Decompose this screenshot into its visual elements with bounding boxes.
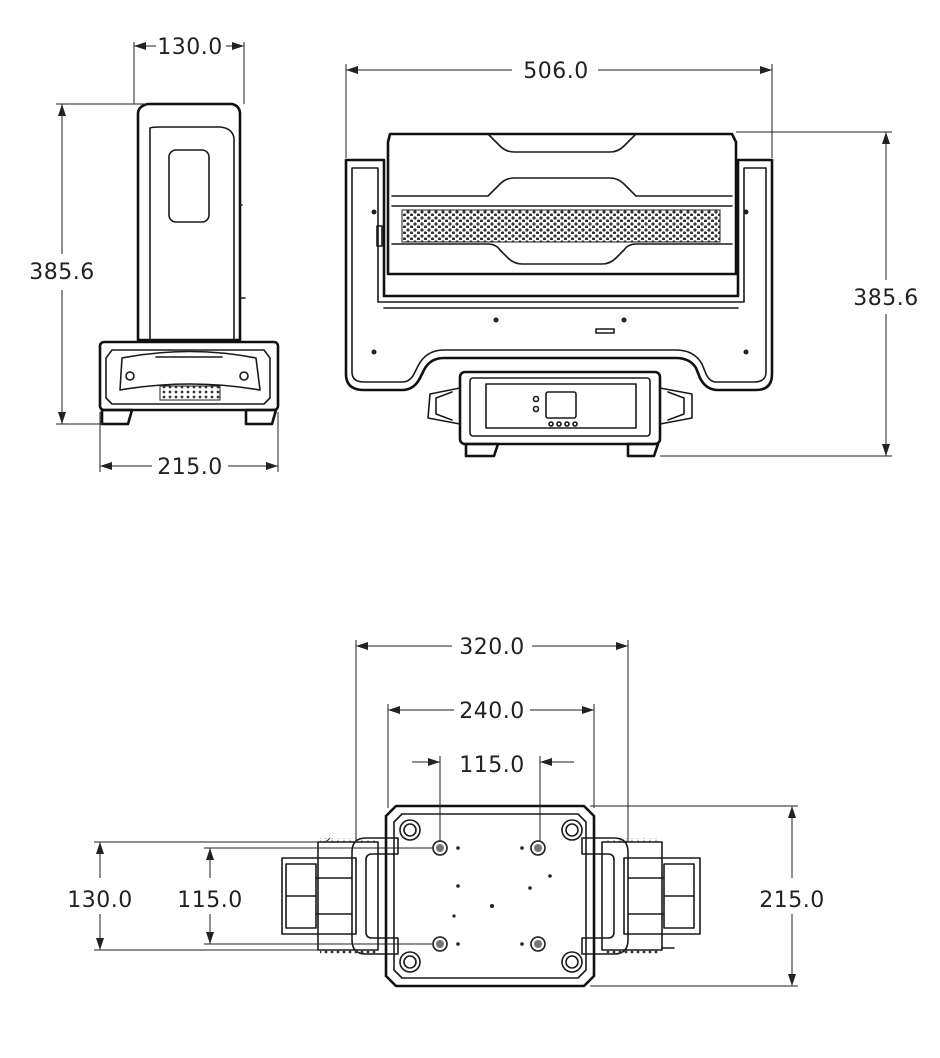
side-base-dim: 215.0 <box>99 412 279 480</box>
side-height-label: 385.6 <box>29 260 94 285</box>
front-view <box>344 132 774 458</box>
side-view <box>98 102 280 426</box>
bottom-left-outer-height-dim: 130.0 <box>67 841 320 951</box>
bottom-right-height-dim: 215.0 <box>590 805 824 987</box>
bottom-mid-width-label: 240.0 <box>459 699 524 724</box>
bottom-left-inner-height-label: 115.0 <box>177 888 242 913</box>
bottom-inner-width-dim: 115.0 <box>412 753 574 842</box>
front-width-label: 506.0 <box>523 59 588 84</box>
bottom-right-height-label: 215.0 <box>759 888 824 913</box>
side-base-width-label: 215.0 <box>157 455 222 480</box>
side-height-dim: 385.6 <box>29 103 148 425</box>
front-width-dim: 506.0 <box>345 59 773 158</box>
bottom-outer-width-dim: 320.0 <box>355 635 629 842</box>
bottom-left-inner-height-dim: 115.0 <box>177 847 432 945</box>
bottom-left-outer-height-label: 130.0 <box>67 888 132 913</box>
bottom-outer-width-label: 320.0 <box>459 635 524 660</box>
front-height-dim: 385.6 <box>660 131 918 457</box>
front-height-label: 385.6 <box>853 286 918 311</box>
side-top-width-label: 130.0 <box>157 35 222 60</box>
bottom-view <box>281 804 701 988</box>
side-top-dim: 130.0 <box>133 35 245 104</box>
bottom-mid-width-dim: 240.0 <box>387 699 595 808</box>
bottom-inner-width-label: 115.0 <box>459 753 524 778</box>
